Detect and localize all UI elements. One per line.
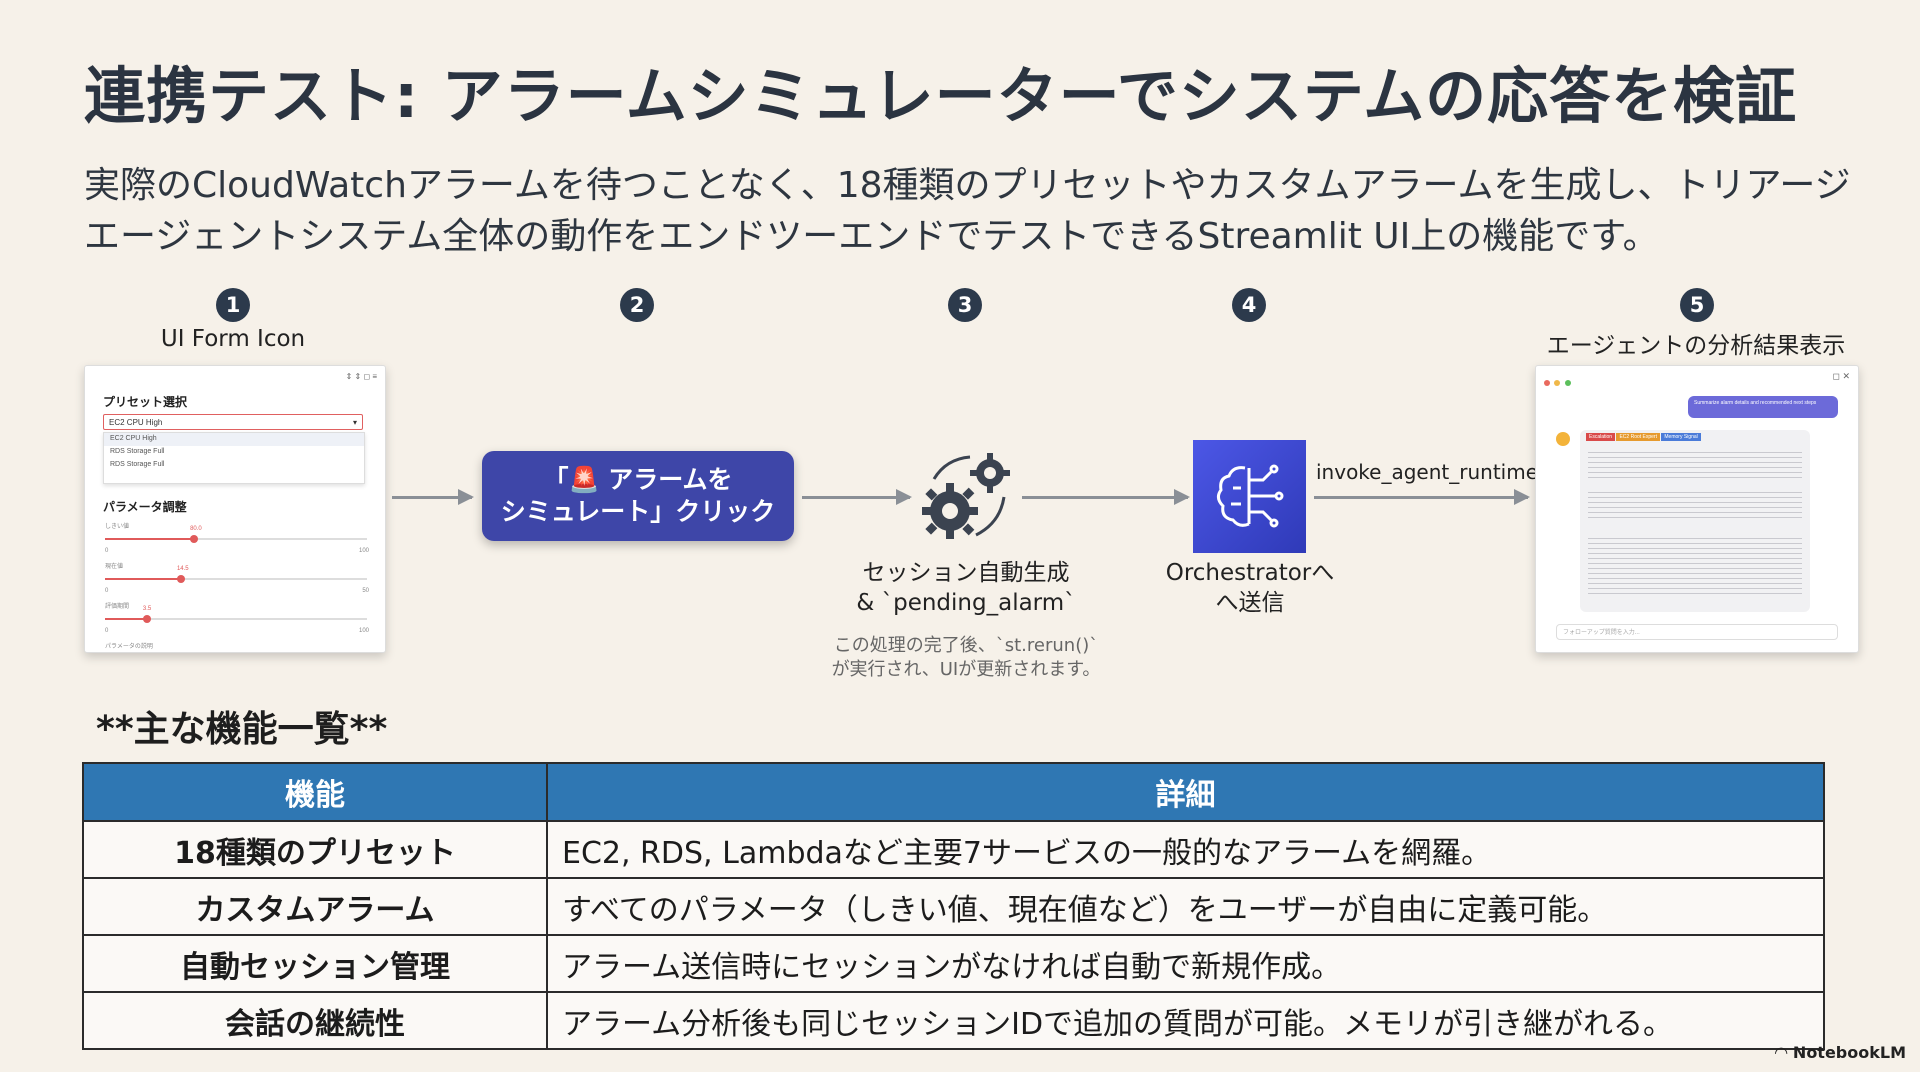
table-header-row: 機能 詳細 (83, 763, 1824, 821)
orchestrator-label: Orchestratorへ へ送信 (1166, 558, 1335, 618)
tag-badge: Escalation (1586, 433, 1615, 441)
table-row: 18種類のプリセット EC2, RDS, Lambdaなど主要7サービスの一般的… (83, 821, 1824, 878)
brand-logo: ◠ NotebookLM (1775, 1043, 1906, 1062)
preset-option[interactable]: RDS Storage Full (104, 459, 364, 472)
flow-arrow-4 (1314, 496, 1528, 499)
step-number-1: 1 (216, 288, 250, 322)
response-text-lines (1588, 534, 1802, 594)
flow-arrow-3 (1022, 496, 1188, 499)
step-label-1: UI Form Icon (161, 326, 305, 352)
slider-value: 14.5 (177, 566, 189, 572)
slider-fill (105, 578, 181, 580)
feature-name: 自動セッション管理 (83, 935, 547, 992)
step-number-3: 3 (948, 288, 982, 322)
column-header-feature: 機能 (83, 763, 547, 821)
slider-value: 80.0 (190, 526, 202, 532)
feature-detail: アラーム分析後も同じセッションIDで追加の質問が可能。メモリが引き継がれる。 (547, 992, 1824, 1049)
column-header-detail: 詳細 (547, 763, 1824, 821)
notebooklm-icon: ◠ (1775, 1043, 1793, 1062)
flow-arrow-1 (392, 496, 472, 499)
param-heading: パラメータ調整 (103, 498, 187, 515)
chevron-down-icon: ▾ (353, 415, 357, 431)
brain-circuit-icon (1193, 440, 1306, 553)
slider-handle[interactable] (143, 615, 151, 623)
session-step-label: セッション自動生成 & `pending_alarm` (856, 558, 1075, 618)
slider-max: 100 (359, 548, 369, 554)
features-heading: **主な機能一覧** (96, 700, 387, 752)
preset-option[interactable]: EC2 CPU High (104, 433, 364, 446)
agent-result-screenshot: ◻ ✕ Summarize alarm details and recommen… (1535, 365, 1859, 653)
slider-min: 0 (105, 628, 108, 634)
chat-input[interactable]: フォローアップ質問を入力... (1556, 624, 1838, 640)
feature-detail: アラーム送信時にセッションがなければ自動で新規作成。 (547, 935, 1824, 992)
window-dots-icon (1544, 373, 1571, 391)
slider-handle[interactable] (190, 535, 198, 543)
step-number-2: 2 (620, 288, 654, 322)
invoke-runtime-label: invoke_agent_runtime (1316, 460, 1538, 484)
page-subtitle: 実際のCloudWatchアラームを待つことなく、18種類のプリセットやカスタム… (84, 160, 1864, 262)
slider[interactable]: 14.5 (105, 578, 367, 580)
table-row: カスタムアラーム すべてのパラメータ（しきい値、現在値など）をユーザーが自由に定… (83, 878, 1824, 935)
step-number-4: 4 (1232, 288, 1266, 322)
step-number-5: 5 (1680, 288, 1714, 322)
table-row: 会話の継続性 アラーム分析後も同じセッションIDで追加の質問が可能。メモリが引き… (83, 992, 1824, 1049)
slider-max: 50 (362, 588, 369, 594)
slider[interactable]: 80.0 (105, 538, 367, 540)
slider-value: 3.5 (143, 606, 151, 612)
page-title: 連携テスト: アラームシミュレーターでシステムの応答を検証 (84, 46, 1797, 135)
preset-heading: プリセット選択 (103, 393, 187, 410)
flow-arrow-2 (802, 496, 910, 499)
feature-detail: EC2, RDS, Lambdaなど主要7サービスの一般的なアラームを網羅。 (547, 821, 1824, 878)
preset-form-screenshot: ⇕ ⇕ ◻ ≡ プリセット選択 EC2 CPU High ▾ EC2 CPU H… (84, 365, 386, 653)
window-controls-icon: ⇕ ⇕ ◻ ≡ (346, 372, 377, 381)
slider-min: 0 (105, 548, 108, 554)
slider-fill (105, 618, 147, 620)
table-row: 自動セッション管理 アラーム送信時にセッションがなければ自動で新規作成。 (83, 935, 1824, 992)
features-table: 機能 詳細 18種類のプリセット EC2, RDS, Lambdaなど主要7サー… (82, 762, 1825, 1050)
slider[interactable]: 3.5 (105, 618, 367, 620)
feature-detail: すべてのパラメータ（しきい値、現在値など）をユーザーが自由に定義可能。 (547, 878, 1824, 935)
preset-option[interactable]: RDS Storage Full (104, 446, 364, 459)
preset-select[interactable]: EC2 CPU High ▾ (103, 414, 363, 430)
gears-icon (912, 445, 1022, 545)
user-message-bubble: Summarize alarm details and recommended … (1688, 396, 1838, 418)
feature-name: 会話の継続性 (83, 992, 547, 1049)
tag-badge: EC2 Root Expert (1616, 433, 1660, 441)
tag-row: Escalation EC2 Root Expert Memory Signal (1586, 434, 1701, 440)
simulate-alarm-button[interactable]: 「🚨 アラームを シミュレート」クリック (482, 451, 794, 541)
slider-label: しきい値 (105, 521, 129, 530)
response-text-lines (1588, 448, 1802, 478)
preset-selected-value: EC2 CPU High (109, 418, 162, 427)
brand-name: NotebookLM (1793, 1043, 1906, 1062)
slider-max: 100 (359, 628, 369, 634)
orchestrator-icon (1193, 440, 1306, 553)
slider-label: 評価期間 (105, 601, 129, 610)
feature-name: 18種類のプリセット (83, 821, 547, 878)
slider-min: 0 (105, 588, 108, 594)
slider-handle[interactable] (177, 575, 185, 583)
slider-label: 現在値 (105, 561, 123, 570)
tag-badge: Memory Signal (1661, 433, 1700, 441)
preset-dropdown: EC2 CPU High RDS Storage Full RDS Storag… (103, 432, 365, 484)
session-step-note: この処理の完了後、`st.rerun()` が実行され、UIが更新されます。 (832, 634, 1101, 682)
feature-name: カスタムアラーム (83, 878, 547, 935)
agent-response-bubble: Escalation EC2 Root Expert Memory Signal (1580, 430, 1810, 612)
close-icon[interactable]: ◻ ✕ (1832, 371, 1850, 382)
param-footer: パラメータの説明 (105, 641, 153, 650)
agent-avatar (1556, 432, 1570, 446)
step-label-5: エージェントの分析結果表示 (1547, 326, 1846, 360)
response-text-lines (1588, 488, 1802, 522)
slider-fill (105, 538, 194, 540)
